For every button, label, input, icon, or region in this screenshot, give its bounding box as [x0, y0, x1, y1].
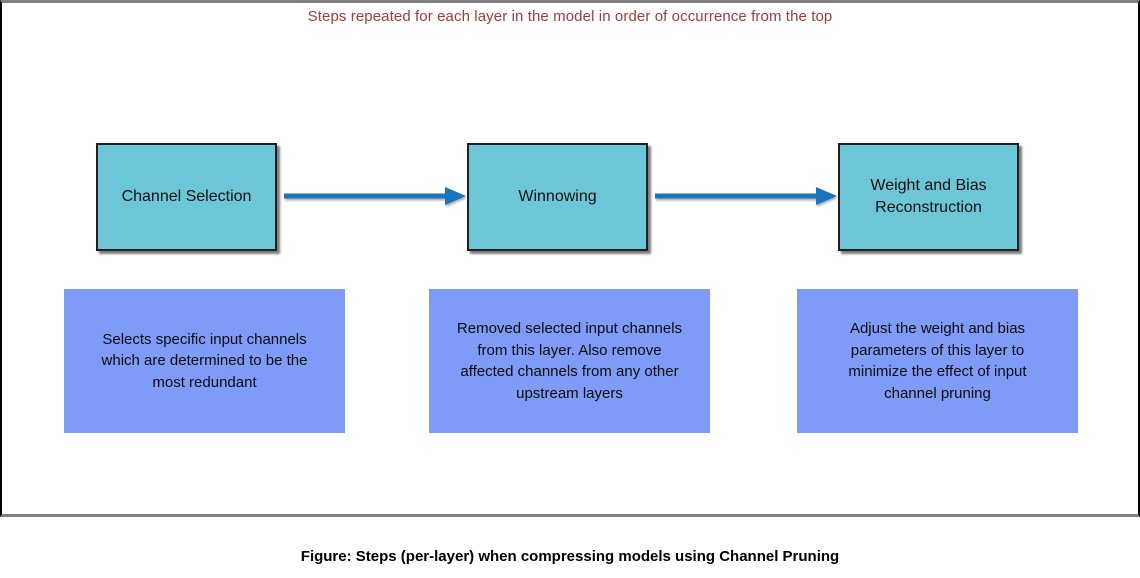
- step-box-channel-selection: Channel Selection: [96, 143, 277, 251]
- flow-arrow-icon: [284, 187, 466, 205]
- flow-arrow-icon: [655, 187, 837, 205]
- description-box-winnowing: Removed selected input channels from thi…: [429, 289, 710, 433]
- figure-caption: Figure: Steps (per-layer) when compressi…: [300, 548, 840, 565]
- step-box-winnowing: Winnowing: [467, 143, 648, 251]
- step-box-weight-bias-reconstruction: Weight and Bias Reconstruction: [838, 143, 1019, 251]
- diagram-frame: [0, 0, 1140, 517]
- diagram-title: Steps repeated for each layer in the mod…: [307, 8, 833, 25]
- description-box-weight-bias-reconstruction: Adjust the weight and bias parameters of…: [797, 289, 1078, 433]
- flow-arrow-head: [445, 187, 466, 205]
- description-box-channel-selection: Selects specific input channels which ar…: [64, 289, 345, 433]
- flow-arrow-head: [816, 187, 837, 205]
